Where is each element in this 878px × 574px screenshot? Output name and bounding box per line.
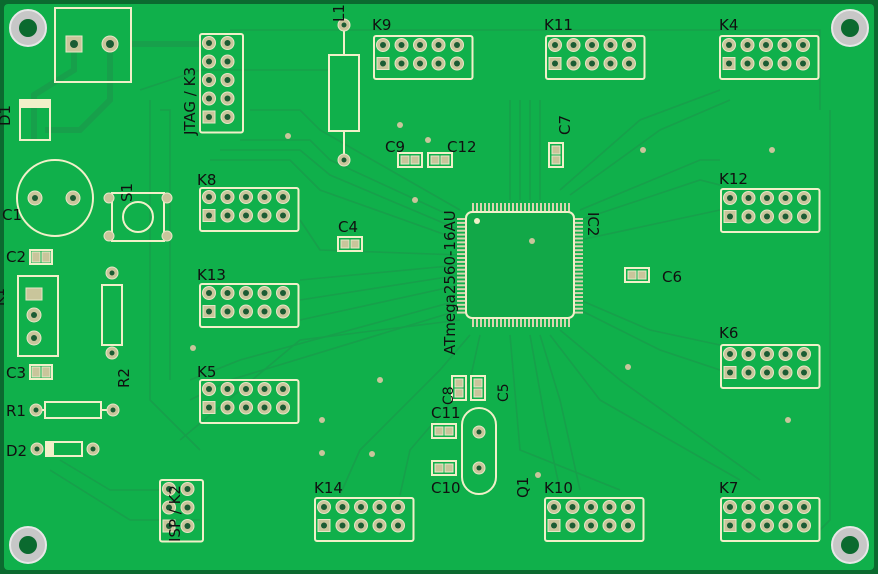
pin-headers: [159, 35, 821, 543]
label-k6: K6: [719, 324, 738, 342]
label-k4: K4: [719, 16, 738, 34]
label-c7: C7: [556, 115, 574, 135]
label-k13: K13: [197, 266, 226, 284]
resistor-r1: R1: [6, 401, 120, 420]
label-q1: Q1: [514, 477, 532, 498]
header-k13: [199, 283, 300, 328]
label-k5: K5: [197, 363, 216, 381]
header-k6: [720, 344, 821, 389]
label-c10: C10: [431, 479, 461, 497]
label-k10: K10: [544, 479, 573, 497]
label-r2: R2: [115, 368, 133, 388]
microcontroller-ic2: IC2 ATmega2560-16AU: [441, 203, 602, 355]
label-k2: ISP / K2: [166, 485, 184, 542]
label-c2: C2: [6, 248, 26, 266]
label-k14: K14: [314, 479, 343, 497]
header-k4: [719, 35, 820, 80]
mounting-holes: [9, 9, 869, 564]
header-jtag-k3: [199, 33, 244, 134]
label-c1: C1: [2, 206, 22, 224]
label-c12: C12: [447, 138, 477, 156]
resistor-r2: R2: [101, 266, 133, 388]
label-c8: C8: [441, 386, 457, 405]
header-k10: [544, 497, 645, 542]
label-r1: R1: [6, 402, 26, 420]
label-k11: K11: [544, 16, 573, 34]
label-k3: JTAG / K3: [181, 67, 199, 136]
label-k1: K1: [0, 288, 8, 306]
label-k12: K12: [719, 170, 748, 188]
smd-capacitors: C9 C12 C7 C4 C6 C8 C5 C11 C10: [337, 115, 682, 497]
connector-k1: K1: [0, 275, 59, 357]
label-d1: D1: [0, 105, 14, 126]
crystal-q1: Q1: [461, 407, 532, 498]
diode-d2: D2: [6, 441, 100, 460]
label-c3: C3: [6, 364, 26, 382]
label-s1: S1: [118, 183, 136, 202]
label-l1: L1: [330, 4, 348, 22]
header-k7: [720, 497, 821, 542]
header-k5: [199, 379, 300, 424]
label-d2: D2: [6, 442, 27, 460]
label-k7: K7: [719, 479, 738, 497]
header-k14: [314, 497, 415, 542]
copper-pour: [4, 4, 874, 570]
header-k9: [373, 35, 474, 80]
label-ic2: IC2: [584, 212, 602, 236]
header-k8: [199, 187, 300, 232]
header-k11: [545, 35, 646, 80]
vias: [190, 122, 791, 478]
switch-s1: S1: [103, 183, 173, 242]
power-jack: [54, 7, 132, 83]
inductor-l1: L1: [328, 4, 360, 167]
label-k9: K9: [372, 16, 391, 34]
header-k12: [720, 188, 821, 233]
capacitor-c1: C1: [2, 159, 94, 237]
capacitor-c2: C2: [6, 248, 53, 266]
label-c5: C5: [496, 383, 512, 402]
label-c11: C11: [431, 404, 461, 422]
capacitor-c3: C3: [6, 364, 53, 382]
label-k8: K8: [197, 171, 216, 189]
header-isp-k2: [159, 479, 204, 543]
connector-jtag-k3: [199, 33, 244, 134]
label-c9: C9: [385, 138, 405, 156]
label-c6: C6: [662, 268, 682, 286]
label-c4: C4: [338, 218, 358, 236]
label-chip: ATmega2560-16AU: [441, 210, 459, 355]
diode-d1: D1: [0, 99, 51, 141]
